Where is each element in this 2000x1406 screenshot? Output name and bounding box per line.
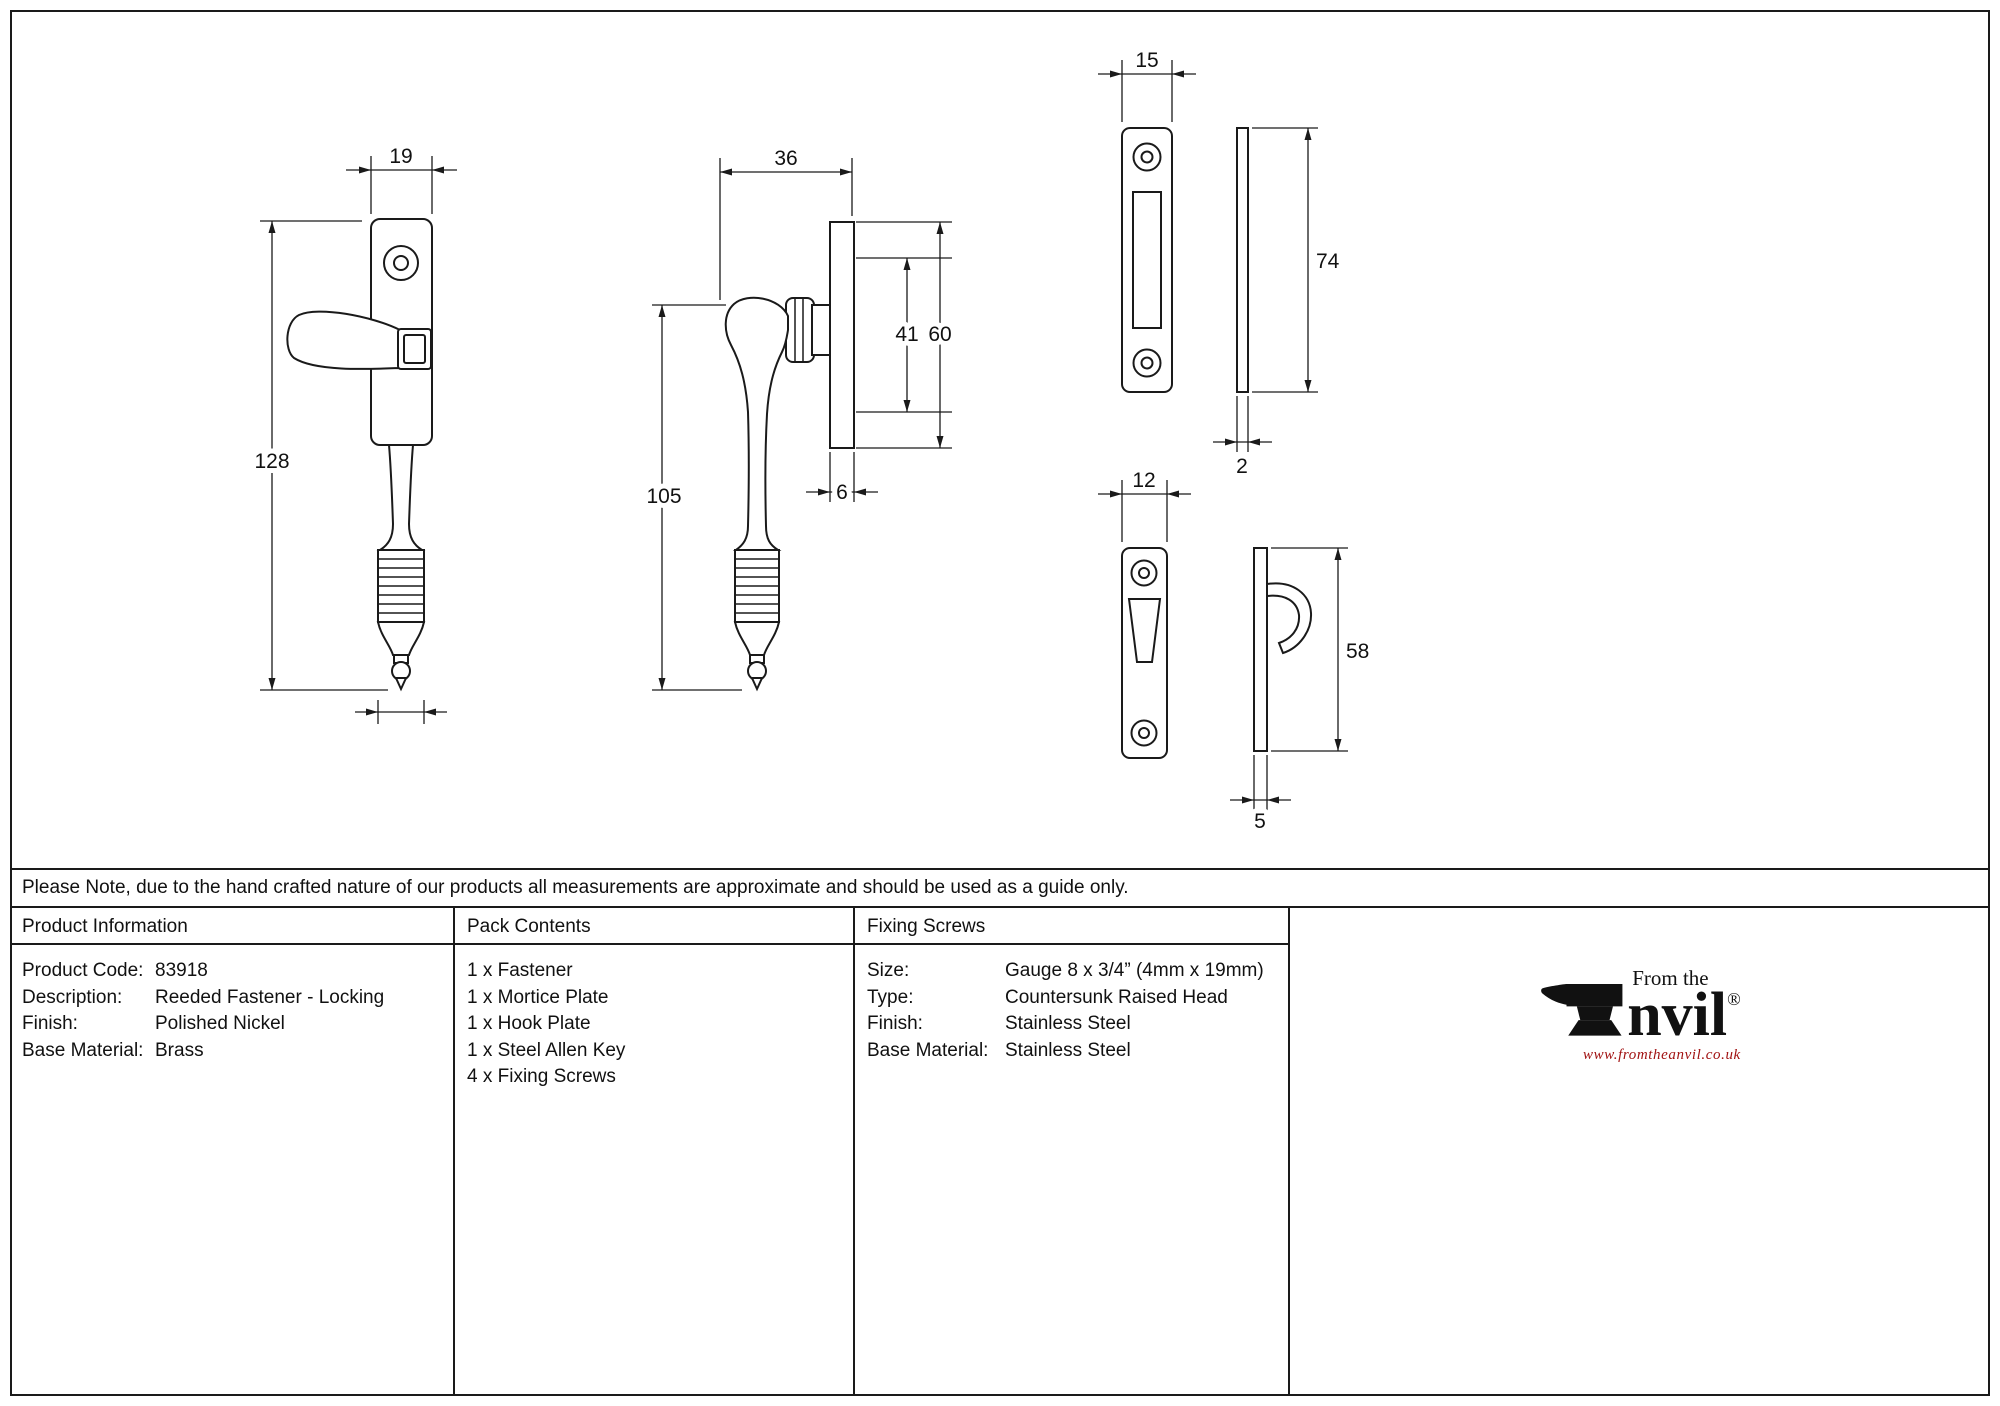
- fastener-side-view: [724, 221, 855, 692]
- measurement-note-text: Please Note, due to the hand crafted nat…: [22, 877, 1129, 898]
- pack-item: 1 x Mortice Plate: [467, 986, 609, 1008]
- logo-website-url: www.fromtheanvil.co.uk: [1583, 1046, 1741, 1063]
- brand-logo-cell: From the nvil® www.fromtheanvil.co.uk: [1290, 908, 1990, 1396]
- product-code-value: 83918: [155, 960, 208, 981]
- screw-size-row: Size: Gauge 8 x 3/4” (4mm x 19mm): [867, 958, 1276, 985]
- dim-label-hook-height: 58: [1346, 640, 1369, 663]
- anvil-icon: [1541, 983, 1623, 1036]
- logo-brand-text: nvil: [1627, 981, 1728, 1049]
- dim-label-hook-thickness: 5: [1254, 810, 1266, 833]
- screw-finish-label: Finish:: [867, 1013, 923, 1034]
- dimension-mortice-thickness: 2: [1213, 396, 1272, 483]
- fixing-screws-column: Fixing Screws Size: Gauge 8 x 3/4” (4mm …: [855, 908, 1290, 1396]
- product-code-row: Product Code: 83918: [22, 958, 441, 985]
- fastener-front-view: [286, 218, 433, 692]
- dimension-mortice-height: 74: [1252, 127, 1345, 393]
- dimension-side-plate-height: 60: [856, 221, 957, 449]
- dim-label-front-height: 128: [254, 450, 289, 473]
- base-material-label: Base Material:: [22, 1039, 144, 1061]
- fixing-screws-header: Fixing Screws: [855, 908, 1288, 945]
- description-value: Reeded Fastener - Locking: [155, 986, 385, 1008]
- dimension-hook-thickness: 5: [1230, 755, 1291, 838]
- dimension-side-depth: 36: [719, 142, 853, 300]
- dimension-side-inner-height: 41: [856, 257, 952, 413]
- screw-type-row: Type: Countersunk Raised Head: [867, 985, 1276, 1012]
- base-material-value: Brass: [155, 1039, 204, 1061]
- dim-label-side-depth: 36: [774, 147, 797, 170]
- dimension-front-width: 19: [346, 140, 457, 214]
- info-table: Product Information Product Code: 83918 …: [10, 908, 1990, 1396]
- screw-material-value: Stainless Steel: [1005, 1039, 1131, 1061]
- dim-label-side-plate-height: 60: [928, 323, 951, 346]
- product-code-label: Product Code:: [22, 960, 144, 981]
- screw-material-row: Base Material: Stainless Steel: [867, 1038, 1276, 1065]
- finish-value: Polished Nickel: [155, 1013, 285, 1034]
- dim-label-front-width: 19: [389, 145, 412, 168]
- pack-contents-column: Pack Contents 1 x Fastener 1 x Mortice P…: [455, 908, 855, 1396]
- screw-type-value: Countersunk Raised Head: [1005, 986, 1228, 1008]
- dim-label-side-inner-height: 41: [895, 323, 918, 346]
- base-material-row: Base Material: Brass: [22, 1038, 441, 1065]
- finish-row: Finish: Polished Nickel: [22, 1011, 441, 1038]
- screw-finish-value: Stainless Steel: [1005, 1013, 1131, 1034]
- description-label: Description:: [22, 986, 123, 1008]
- screw-material-label: Base Material:: [867, 1039, 989, 1061]
- dimension-side-handle-height: 105: [641, 304, 742, 691]
- dimension-hook-width: 12: [1098, 464, 1191, 542]
- dim-label-mortice-width: 15: [1135, 49, 1158, 72]
- dimension-side-plate-thickness: 6: [806, 452, 878, 509]
- screw-type-label: Type:: [867, 986, 914, 1008]
- dimension-front-height: 128: [249, 220, 388, 691]
- pack-contents-header: Pack Contents: [455, 908, 853, 945]
- description-row: Description: Reeded Fastener - Locking: [22, 985, 441, 1012]
- dim-label-hook-width: 12: [1132, 469, 1155, 492]
- pack-item: 4 x Fixing Screws: [467, 1066, 616, 1087]
- dim-label-side-handle-height: 105: [646, 485, 681, 508]
- dim-label-side-plate-thickness: 6: [836, 481, 848, 504]
- screw-size-value: Gauge 8 x 3/4” (4mm x 19mm): [1005, 960, 1264, 981]
- dim-label-mortice-height: 74: [1316, 250, 1340, 273]
- screw-finish-row: Finish: Stainless Steel: [867, 1011, 1276, 1038]
- registered-trademark-symbol: ®: [1727, 989, 1741, 1009]
- measurement-note: Please Note, due to the hand crafted nat…: [10, 868, 1990, 908]
- from-the-anvil-logo: From the nvil® www.fromtheanvil.co.uk: [1539, 966, 1741, 1064]
- technical-drawing: 19 128 36: [249, 44, 1374, 838]
- dimension-mortice-width: 15: [1098, 44, 1196, 122]
- hook-plate-front-view: [1121, 547, 1168, 759]
- dimension-front-knob: [355, 700, 447, 724]
- finish-label: Finish:: [22, 1013, 78, 1034]
- dimension-hook-height: 58: [1271, 547, 1374, 752]
- hook-plate-side-view: [1253, 547, 1313, 752]
- product-information-column: Product Information Product Code: 83918 …: [10, 908, 455, 1396]
- pack-item: 1 x Fastener: [467, 960, 573, 981]
- mortice-plate-side-view: [1236, 127, 1249, 393]
- logo-from-the: From the: [1632, 966, 1709, 990]
- pack-item: 1 x Steel Allen Key: [467, 1039, 626, 1061]
- mortice-plate-front-view: [1121, 127, 1173, 393]
- dim-label-mortice-thickness: 2: [1236, 455, 1248, 478]
- product-information-header: Product Information: [10, 908, 453, 945]
- pack-item: 1 x Hook Plate: [467, 1013, 591, 1034]
- screw-size-label: Size:: [867, 960, 910, 981]
